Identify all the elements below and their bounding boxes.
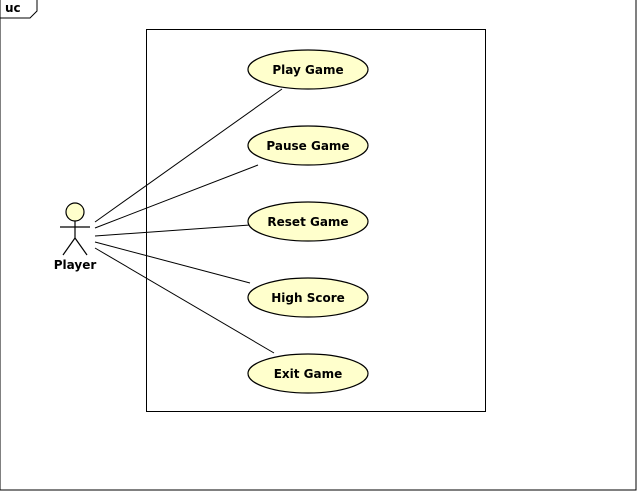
association-play-game [94,88,283,223]
association-high-score [94,241,251,284]
use-case-ellipse [247,201,369,242]
actor-name: Player [54,258,97,272]
frame-tag-shape [0,0,38,19]
use-case-exit-game[interactable]: Exit Game [247,353,369,394]
use-case-label: Pause Game [266,139,349,153]
use-case-ellipse [247,353,369,394]
use-case-ellipse [247,125,369,166]
use-case-high-score[interactable]: High Score [247,277,369,318]
associations [94,88,283,354]
use-case-pause-game[interactable]: Pause Game [247,125,369,166]
system-boundary [146,29,486,412]
use-case-play-game[interactable]: Play Game [247,49,369,90]
frame-tag: uc [5,1,21,15]
use-case-ellipse [247,277,369,318]
stick-figure-icon [60,202,90,256]
actor-player[interactable]: Player [54,202,97,272]
use-case-ellipse [247,49,369,90]
use-case-label: Exit Game [274,367,343,381]
association-pause-game [94,164,259,229]
association-reset-game [94,224,251,237]
use-case-label: Reset Game [267,215,348,229]
association-exit-game [94,247,275,354]
use-case-label: Play Game [272,63,343,77]
use-case-reset-game[interactable]: Reset Game [247,201,369,242]
use-case-label: High Score [271,291,345,305]
